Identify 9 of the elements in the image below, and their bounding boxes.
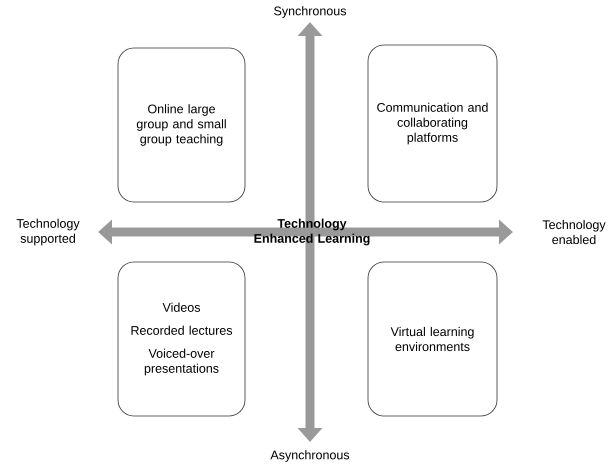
center-label: Technology Enhanced Learning xyxy=(254,218,370,246)
axis-label: Technology enabled xyxy=(542,220,606,244)
text-box: Communication and collaborating platforms xyxy=(368,44,498,202)
axis-label: Asynchronous xyxy=(270,450,350,462)
axis-label: Technology supported xyxy=(16,218,80,246)
text-box: Videos Recorded lectures Voiced-over presentations xyxy=(118,262,246,416)
axis-label: Synchronous xyxy=(274,6,346,18)
text-box: Online large group and small group teaching xyxy=(118,48,246,202)
text-box: Virtual learning environments xyxy=(368,262,498,416)
